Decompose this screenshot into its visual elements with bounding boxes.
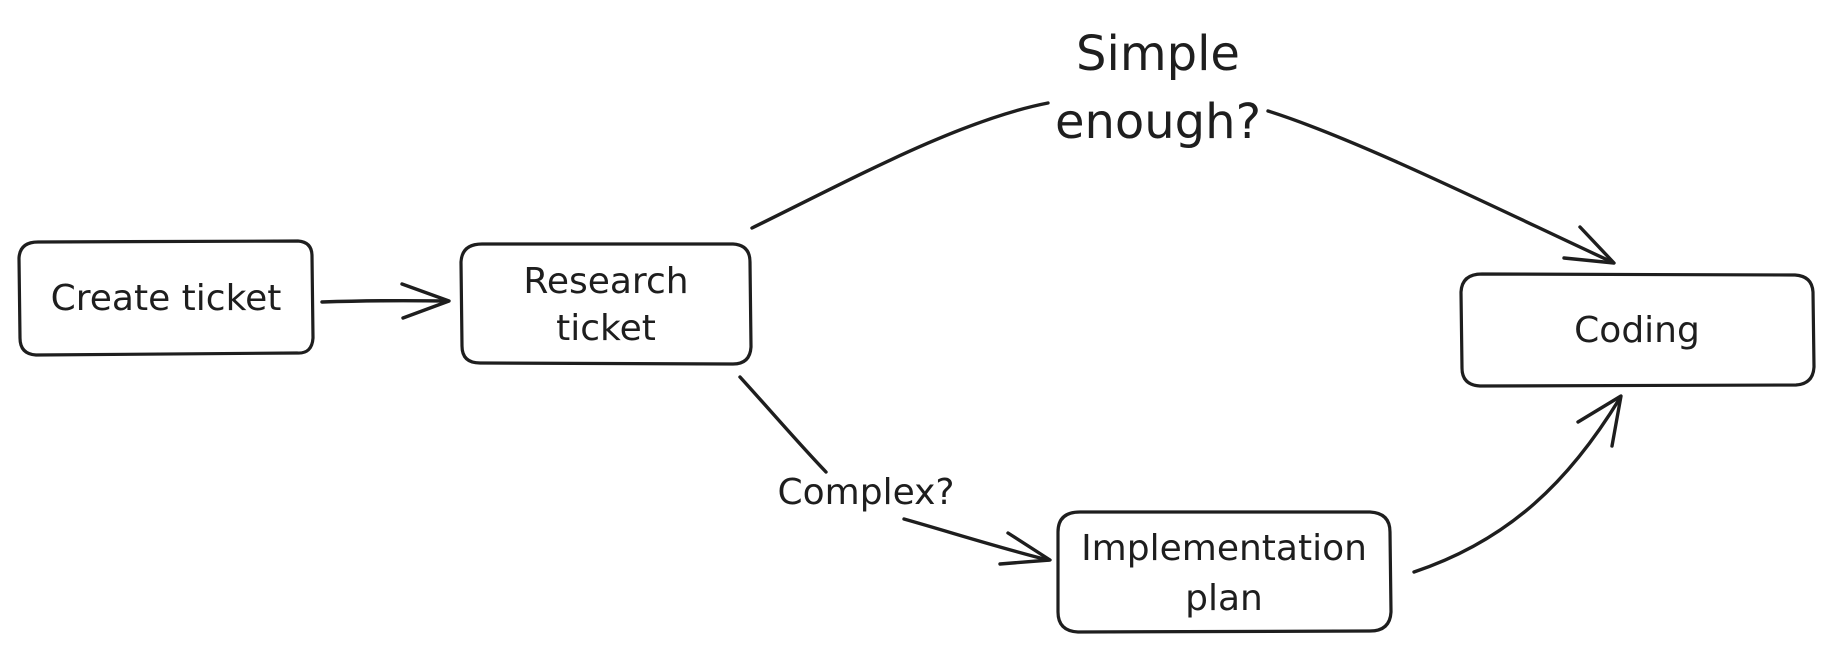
node-research-ticket[interactable]: Research ticket	[459, 242, 753, 366]
edge-research-to-implementation	[738, 375, 1052, 566]
edge-create-to-research	[320, 282, 451, 320]
edge-implementation-to-coding	[1412, 394, 1623, 574]
edge-label-simple-1: Simple	[1076, 26, 1240, 82]
node-coding[interactable]: Coding	[1459, 272, 1816, 388]
node-implementation-plan[interactable]: Implementation plan	[1056, 510, 1393, 634]
node-research-ticket-label-2: ticket	[556, 308, 656, 349]
node-create-ticket[interactable]: Create ticket	[17, 239, 315, 357]
node-implementation-plan-label-1: Implementation	[1081, 528, 1367, 569]
node-coding-label: Coding	[1574, 310, 1700, 351]
edge-label-simple-2: enough?	[1055, 94, 1261, 150]
edge-research-to-coding	[750, 101, 1616, 265]
edge-label-complex: Complex?	[777, 472, 954, 513]
node-create-ticket-label: Create ticket	[51, 278, 282, 319]
node-research-ticket-label-1: Research	[523, 261, 688, 302]
node-implementation-plan-label-2: plan	[1185, 578, 1263, 619]
